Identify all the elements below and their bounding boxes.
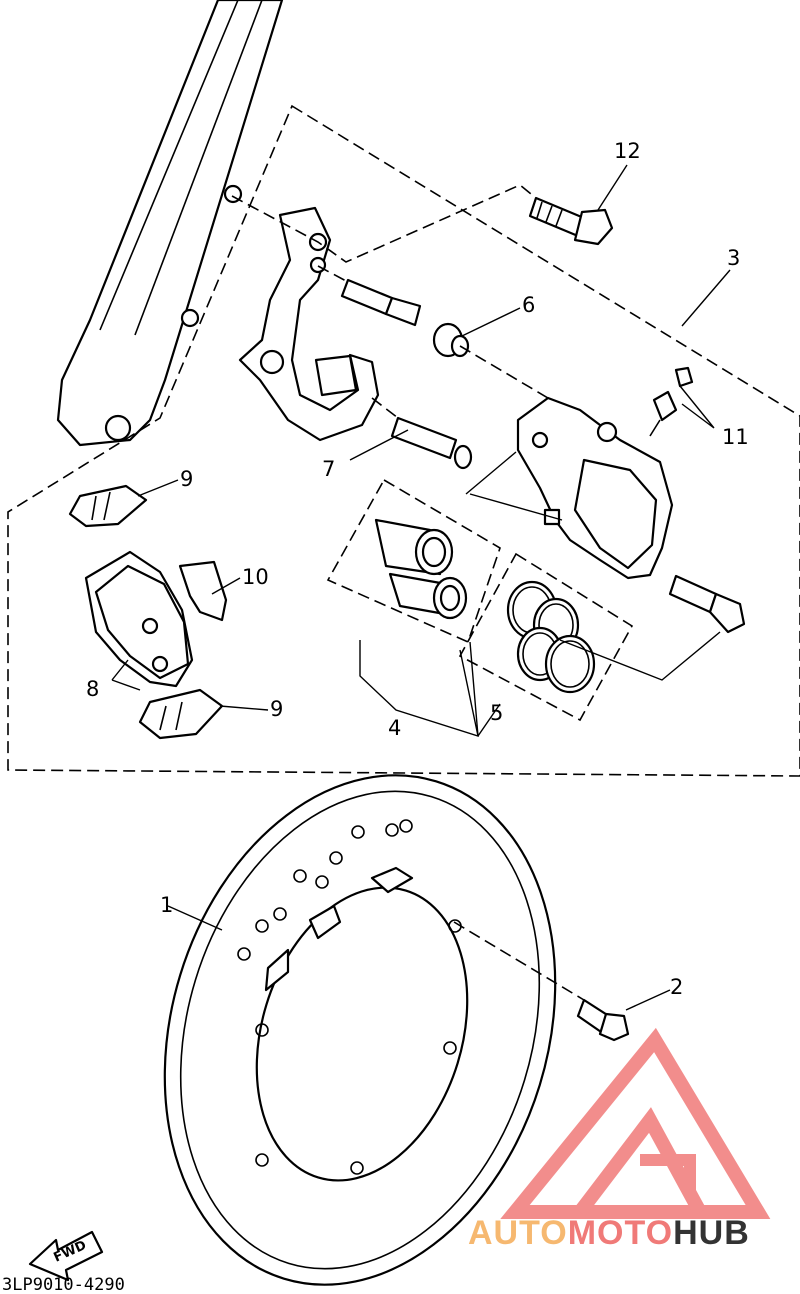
pin-boot [432, 322, 470, 358]
brake-pads [84, 550, 194, 688]
mounting-bolt [528, 196, 614, 246]
callout-7: 7 [322, 457, 335, 481]
pad-support-upper [68, 484, 148, 528]
slide-pin-lower [390, 416, 473, 470]
callout-9-upper: 9 [180, 467, 193, 491]
piston-kit-outline [326, 478, 501, 644]
callout-6: 6 [522, 293, 535, 317]
callout-2: 2 [670, 975, 683, 999]
brake-disc [163, 774, 557, 1286]
bleed-valve-set [649, 366, 694, 437]
caliper-assembly-outline [7, 104, 800, 777]
seal-kit-outline [458, 552, 634, 722]
logo-text-auto: AUTOMOTOHUB [468, 1214, 750, 1252]
caliper-slide-pin [668, 574, 746, 634]
callout-4: 4 [388, 716, 401, 740]
callout-12: 12 [614, 139, 641, 163]
pad-support-lower [138, 688, 224, 740]
diagram-code: 3LP9010-4290 [2, 1275, 125, 1294]
callout-1: 1 [160, 893, 173, 917]
leader-lines [111, 164, 731, 1011]
logo-word-hub: HUB [673, 1214, 750, 1252]
pistons [374, 518, 468, 620]
callout-10: 10 [242, 565, 269, 589]
logo-word-moto: MOTO [568, 1214, 673, 1252]
disc-bolt [576, 998, 630, 1042]
callout-11: 11 [722, 425, 749, 449]
callout-9-lower: 9 [270, 697, 283, 721]
logo-word-auto: AUTO [468, 1214, 568, 1252]
callout-8: 8 [86, 677, 99, 701]
callout-3: 3 [727, 246, 740, 270]
callout-5: 5 [490, 701, 503, 725]
forward-direction-arrow: FWD [28, 1230, 104, 1282]
caliper-body [516, 396, 674, 580]
automotohub-logo [500, 1027, 771, 1219]
fork-leg [56, 0, 284, 447]
piston-seals [506, 580, 596, 694]
slide-pin-upper [340, 278, 422, 327]
caliper-bracket [238, 206, 380, 442]
pad-spring [178, 560, 228, 622]
